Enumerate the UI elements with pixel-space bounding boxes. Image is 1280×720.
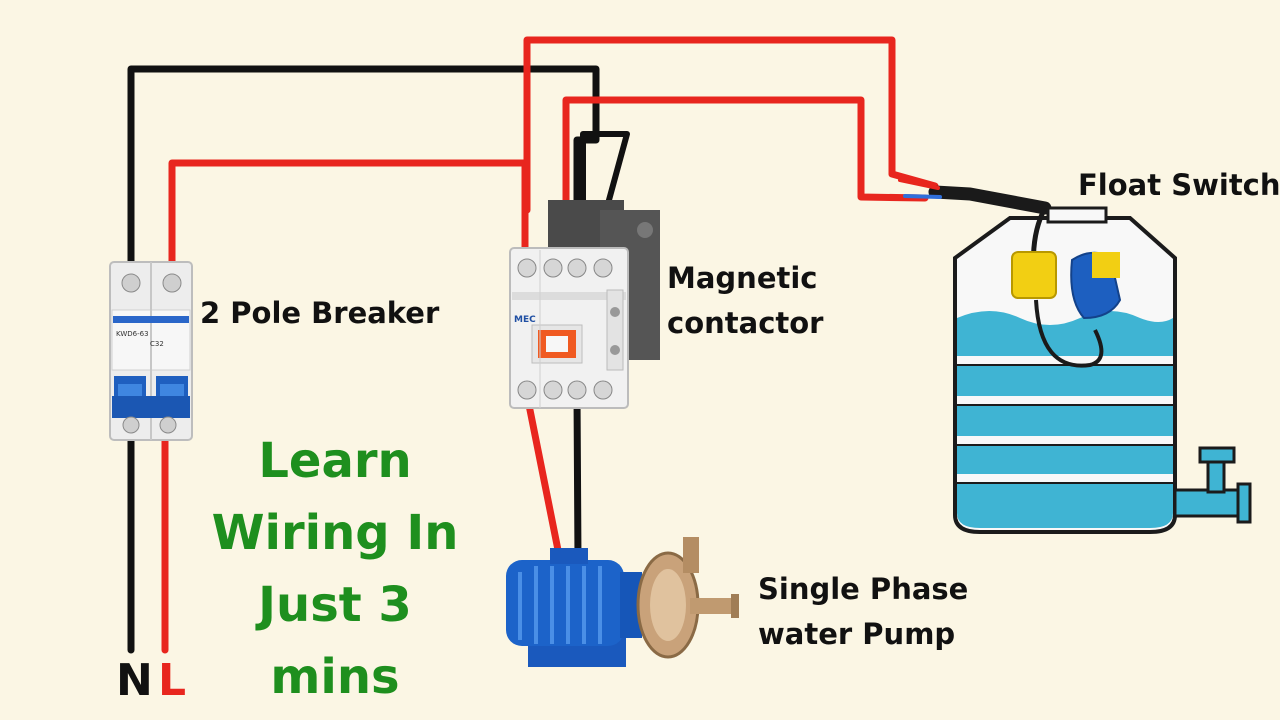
- wire-coil-loop: [580, 131, 630, 225]
- headline: Learn Wiring In Just 3 mins: [190, 425, 480, 713]
- contactor-brand-text: MEC: [514, 315, 536, 325]
- wire-live-breaker-contactor: [168, 159, 529, 274]
- wire-live-pump: [523, 391, 564, 564]
- wire-neutral-breaker-contactor: [127, 65, 600, 274]
- breaker-rating-text: C32: [150, 340, 164, 348]
- contactor-label: Magnetic contactor: [667, 256, 823, 346]
- neutral-terminal-label: N: [116, 655, 153, 706]
- pump-label-line2: water Pump: [758, 617, 956, 651]
- headline-line1: Learn: [258, 433, 412, 489]
- wire-neutral-pump: [573, 391, 582, 564]
- line-terminal-label: L: [158, 655, 187, 706]
- magnetic-contactor: MEC: [509, 200, 660, 409]
- headline-line4: mins: [270, 649, 400, 705]
- float-cable: [928, 185, 1052, 215]
- pump-label: Single Phase water Pump: [758, 567, 968, 657]
- breaker-label: 2 Pole Breaker: [200, 296, 440, 330]
- headline-line2: Wiring In: [211, 505, 459, 561]
- pump-label-line1: Single Phase: [758, 572, 969, 606]
- contactor-label-line2: contactor: [667, 306, 824, 340]
- float-switch: [1011, 206, 1122, 368]
- breaker: KWD6-63 C32: [109, 261, 193, 441]
- float-cable-core-blue: [903, 194, 942, 199]
- float-cable-core-red: [898, 178, 940, 190]
- float-switch-label: Float Switch: [1078, 168, 1280, 202]
- wire-live-contactor-float-2: [562, 96, 929, 214]
- water-pump: [506, 537, 739, 667]
- wire-live-contactor-float: [523, 36, 939, 214]
- breaker-model-text: KWD6-63: [116, 330, 149, 338]
- headline-line3: Just 3: [258, 577, 412, 633]
- wires: [127, 36, 1052, 654]
- contactor-label-line1: Magnetic: [667, 261, 818, 295]
